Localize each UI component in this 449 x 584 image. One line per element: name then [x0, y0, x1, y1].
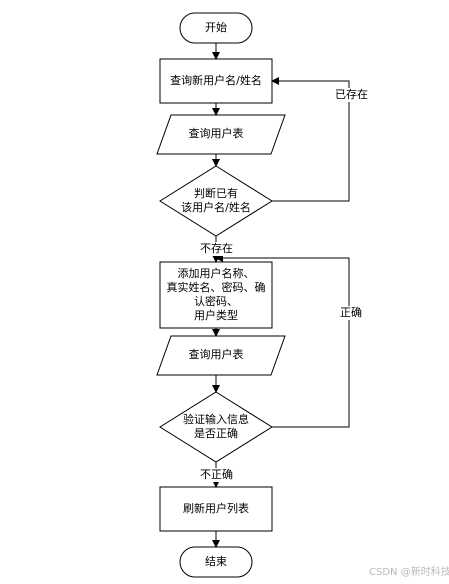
query-table-2-data	[156, 335, 286, 376]
check-exists-label: 判断已有 该用户名/姓名	[181, 187, 251, 214]
correct-edge-label: 正确	[338, 306, 364, 320]
query-name-process	[159, 58, 273, 104]
query-table-1-data	[156, 114, 286, 155]
watermark: CSDN @新时科技	[369, 567, 449, 578]
refresh-label: 刷新用户列表	[183, 502, 249, 515]
start-label: 开始	[205, 21, 227, 34]
add-user-label: 添加用户名称、 真实姓名、密码、确 认密码、 用户类型	[166, 267, 266, 322]
query-name-label: 查询新用户名/姓名	[170, 74, 262, 87]
not-exists-edge-label: 不存在	[198, 242, 235, 256]
end-label: 结束	[205, 555, 227, 568]
incorrect-edge-label: 不正确	[198, 468, 235, 482]
edge-correct-loop	[215, 254, 350, 428]
validate-label: 验证输入信息 是否正确	[183, 413, 249, 440]
query-table-2-label: 查询用户表	[188, 348, 244, 361]
add-user-process	[159, 261, 273, 329]
edge-exists-loop	[271, 77, 350, 202]
query-table-1-label: 查询用户表	[188, 127, 244, 140]
exists-edge-label: 已存在	[333, 88, 370, 102]
